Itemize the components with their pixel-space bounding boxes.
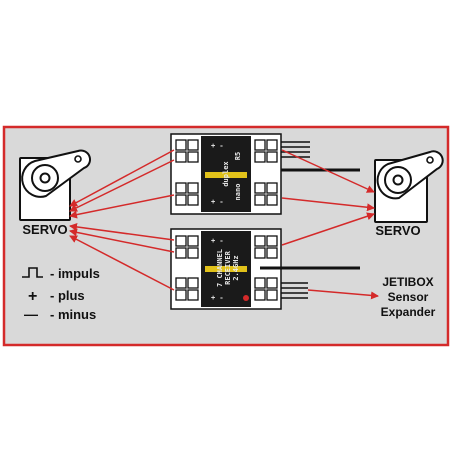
arrow <box>281 212 375 246</box>
jetibox-label: JETIBOX Sensor Expander <box>381 275 436 319</box>
servo-horn-hole <box>426 156 434 164</box>
legend: - impuls + - plus — - minus <box>22 266 100 322</box>
right-servo-label: SERVO <box>375 223 420 238</box>
arrow <box>281 197 375 212</box>
status-led-icon <box>243 295 249 301</box>
bottom-module-line3: 2.4GHz <box>232 255 240 280</box>
jetibox-line3: Expander <box>381 305 436 319</box>
legend-plus: - plus <box>50 288 85 303</box>
top-module-suffix: nano <box>234 184 242 201</box>
impuls-symbol-icon <box>22 267 43 278</box>
legend-plus-symbol: + <box>28 288 37 305</box>
connection-arrows <box>69 149 379 300</box>
servo-horn-hole <box>74 155 82 163</box>
pin-marks-left: + - <box>211 294 224 302</box>
module-accent-stripe <box>205 266 247 272</box>
arrow <box>69 222 175 241</box>
servo-hub-center <box>392 174 404 186</box>
left-servo: SERVO <box>19 149 91 237</box>
bottom-module-plug <box>281 282 308 299</box>
left-servo-label: SERVO <box>22 222 67 237</box>
arrow <box>307 289 379 300</box>
servo-hub-center <box>39 172 51 184</box>
bottom-module-line1: 7 CHANNEL <box>216 249 224 287</box>
pin-marks-left: + - <box>211 237 224 245</box>
module-accent-stripe <box>205 172 247 178</box>
arrow <box>69 194 175 219</box>
pin-marks-left: + - <box>211 142 224 150</box>
top-module-left-sockets <box>175 139 199 206</box>
top-module-brand: duplex <box>222 161 230 187</box>
bottom-receiver-module: 7 CHANNEL RECEIVER 2.4GHz + - + - <box>170 228 360 310</box>
legend-minus-symbol: — <box>24 306 38 322</box>
jetibox-line1: JETIBOX <box>382 275 433 289</box>
arrow <box>69 159 175 212</box>
top-module-right-sockets <box>254 139 278 206</box>
pin-marks-left: + - <box>211 198 224 206</box>
right-servo: SERVO <box>374 150 444 238</box>
legend-minus: - minus <box>50 307 96 322</box>
arrow <box>281 149 375 193</box>
bottom-module-left-sockets <box>175 235 199 301</box>
arrow <box>69 228 175 253</box>
jetibox-line2: Sensor <box>388 290 429 304</box>
arrow <box>69 149 175 207</box>
legend-impuls: - impuls <box>50 266 100 281</box>
bottom-module-line2: RECEIVER <box>224 250 232 285</box>
top-module-model: R5 <box>234 152 242 160</box>
arrow <box>69 235 175 291</box>
bottom-module-right-sockets <box>254 235 278 301</box>
